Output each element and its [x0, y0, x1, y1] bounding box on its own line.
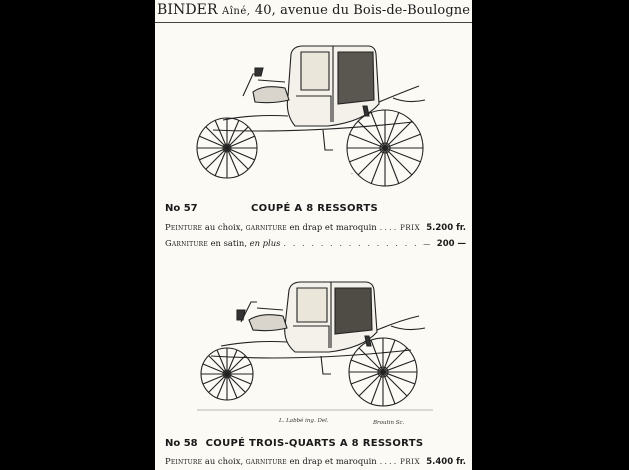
carriage-illustration-58 — [197, 276, 433, 416]
price-row: Peinture au choix, garniture en drap et … — [165, 456, 466, 467]
catalog-page: BINDER Aîné, 40, avenue du Bois-de-Boulo… — [155, 0, 472, 470]
price-label: — — [423, 240, 431, 248]
price-row: Peinture au choix, garniture en drap et … — [165, 222, 466, 233]
maker-name: BINDER — [156, 2, 218, 18]
dot-leader: . . . . . . . . . . . . . . . — [283, 238, 419, 248]
row-description: Peinture au choix, garniture en drap et … — [165, 222, 377, 232]
item-number: No 57 — [165, 203, 198, 214]
price-label: PRIX — [400, 224, 421, 232]
price-value: 200 — — [436, 239, 466, 249]
dot-leader: ...... — [379, 222, 397, 232]
row-description: Garniture en satin, en plus — [165, 238, 281, 248]
row-description: Peinture au choix, garniture en drap et … — [165, 456, 377, 466]
svg-text:·: · — [351, 171, 353, 178]
price-value: 5.200 fr. — [426, 223, 466, 233]
price-row: Garniture en satin, en plus . . . . . . … — [165, 238, 466, 249]
maker-address: 40, avenue du Bois-de-Boulogne — [254, 3, 471, 18]
item-number: No 58 — [165, 438, 198, 449]
maker-title: Aîné, — [222, 6, 251, 17]
price-value: 5.400 fr. — [426, 457, 466, 467]
engraver-signature: Broutin Sc. — [373, 420, 405, 426]
artist-signature: L. Labbé ing. Del. — [279, 418, 329, 424]
carriage-illustration-57: · — [193, 34, 433, 194]
coupe-trois-quarts-drawing — [197, 281, 433, 411]
price-label: PRIX — [400, 458, 421, 466]
item-name: COUPÉ TROIS-QUARTS A 8 RESSORTS — [205, 438, 424, 449]
header-rule — [155, 22, 472, 23]
coupe-drawing: · — [196, 45, 426, 187]
page-header: BINDER Aîné, 40, avenue du Bois-de-Boulo… — [155, 2, 472, 18]
item-name: COUPÉ A 8 RESSORTS — [251, 203, 378, 214]
dot-leader: ...... — [379, 456, 397, 466]
